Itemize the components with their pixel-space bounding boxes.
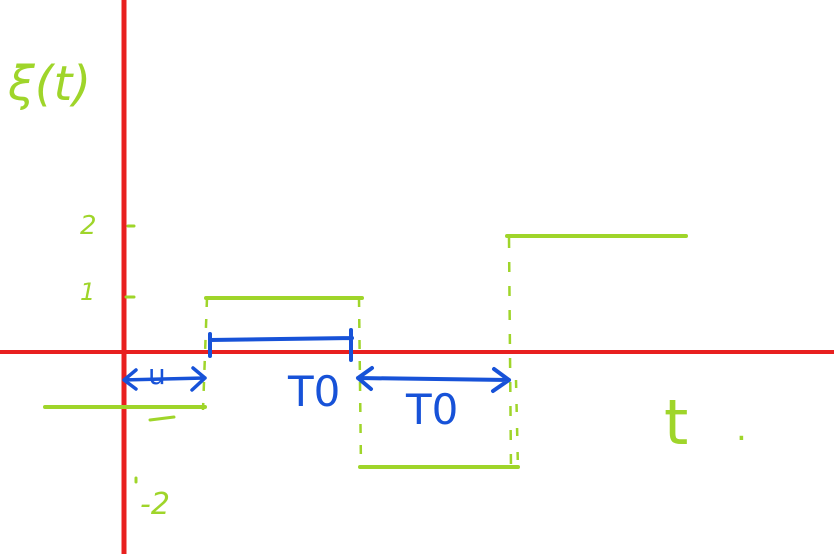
offset-label: u bbox=[148, 358, 166, 391]
tick-mark-neg1 bbox=[148, 415, 176, 422]
period-label-2: T0 bbox=[405, 385, 458, 434]
period-bracket-1 bbox=[208, 328, 354, 362]
offset-arrow bbox=[122, 366, 207, 392]
x-axis-label: t bbox=[664, 386, 688, 459]
period-label-1: T0 bbox=[287, 367, 340, 416]
period-arrow-2 bbox=[356, 366, 511, 393]
tick-label-neg2: -2 bbox=[140, 487, 170, 522]
transition-dash-3 bbox=[507, 237, 513, 471]
transition-dash-3b bbox=[514, 379, 520, 471]
y-axis-label: ξ(t) bbox=[7, 56, 91, 112]
tick-label-2: 2 bbox=[80, 211, 97, 241]
transition-dash-2 bbox=[357, 297, 363, 469]
tick-label-1: 1 bbox=[80, 278, 95, 306]
x-axis-dot: . bbox=[736, 409, 747, 449]
